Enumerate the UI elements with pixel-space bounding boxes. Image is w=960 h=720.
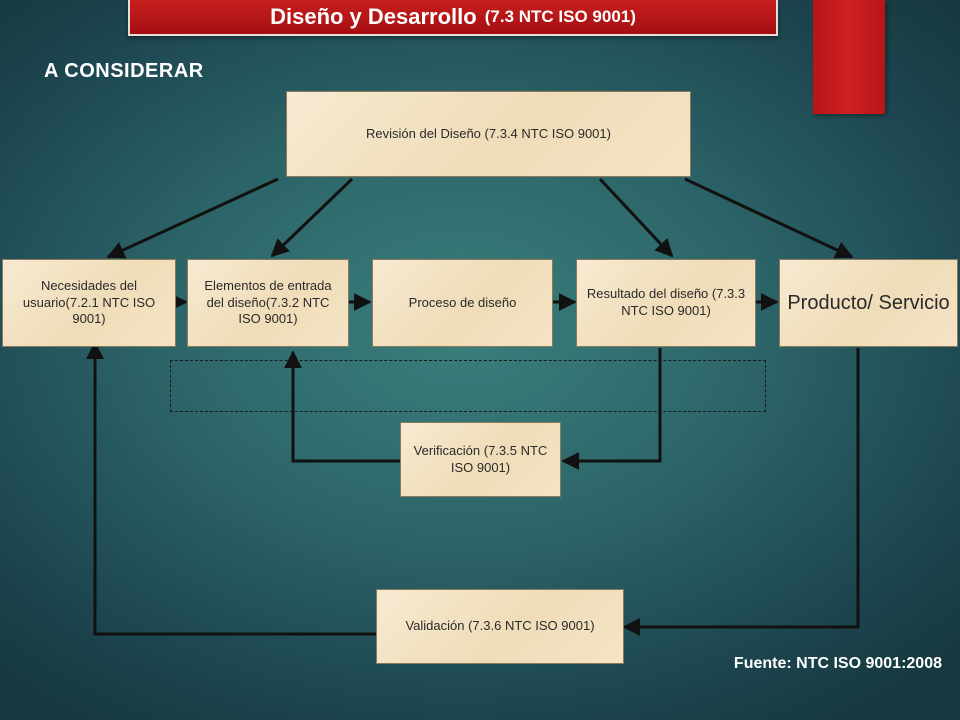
page-title: Diseño y Desarrollo bbox=[270, 4, 477, 29]
box-elementos-entrada: Elementos de entrada del diseño(7.3.2 NT… bbox=[187, 259, 349, 347]
arrow-revision-elementos bbox=[270, 177, 354, 258]
box-proceso-diseno: Proceso de diseño bbox=[372, 259, 553, 347]
box-producto-servicio: Producto/ Servicio bbox=[779, 259, 958, 347]
source-citation: Fuente: NTC ISO 9001:2008 bbox=[733, 655, 942, 672]
section-label: A CONSIDERAR bbox=[44, 60, 204, 82]
box-verificacion: Verificación (7.3.5 NTC ISO 9001) bbox=[400, 422, 561, 497]
arrow-revision-necesidades bbox=[106, 177, 279, 259]
arrow-resultado-verificacion bbox=[561, 348, 662, 470]
arrow-revision-resultado bbox=[598, 177, 674, 258]
title-banner: Diseño y Desarrollo (7.3 NTC ISO 9001) bbox=[128, 0, 778, 36]
box-revision-diseno: Revisión del Diseño (7.3.4 NTC ISO 9001) bbox=[286, 91, 691, 177]
arrow-verificacion-elementos bbox=[284, 350, 400, 463]
box-necesidades-usuario: Necesidades del usuario(7.2.1 NTC ISO 90… bbox=[2, 259, 176, 347]
decorative-red-tab bbox=[813, 0, 885, 114]
box-resultado-diseno: Resultado del diseño (7.3.3 NTC ISO 9001… bbox=[576, 259, 756, 347]
arrow-revision-producto bbox=[684, 177, 854, 259]
dashed-verification-region bbox=[170, 360, 766, 412]
box-validacion: Validación (7.3.6 NTC ISO 9001) bbox=[376, 589, 624, 664]
page-subtitle: (7.3 NTC ISO 9001) bbox=[484, 7, 636, 26]
arrow-validacion-necesidades bbox=[86, 341, 376, 636]
arrow-producto-validacion bbox=[622, 348, 860, 636]
